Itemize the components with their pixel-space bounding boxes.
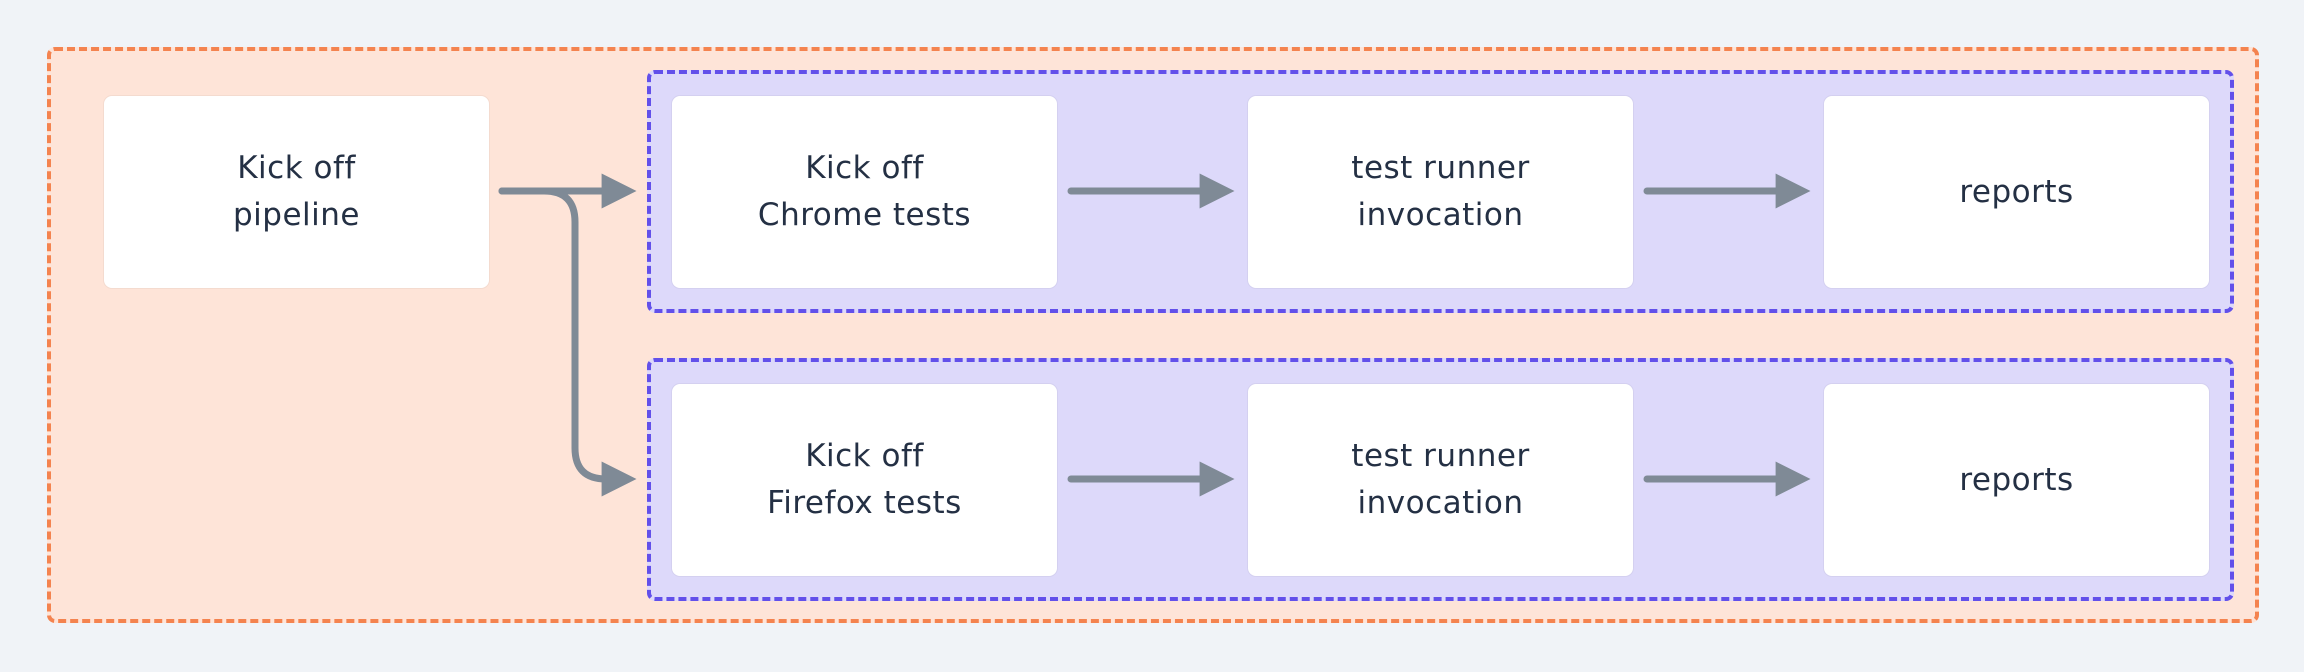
firefox-test-runner-node[interactable]: test runner invocation: [1248, 384, 1633, 576]
firefox-reports-node[interactable]: reports: [1824, 384, 2209, 576]
kick-off-chrome-tests-node[interactable]: Kick off Chrome tests: [672, 96, 1057, 288]
kick-off-firefox-tests-node[interactable]: Kick off Firefox tests: [672, 384, 1057, 576]
kick-off-pipeline-node[interactable]: Kick off pipeline: [104, 96, 489, 288]
chrome-test-runner-node[interactable]: test runner invocation: [1248, 96, 1633, 288]
chrome-reports-node[interactable]: reports: [1824, 96, 2209, 288]
arrow-pipeline-to-firefox: [498, 187, 637, 497]
